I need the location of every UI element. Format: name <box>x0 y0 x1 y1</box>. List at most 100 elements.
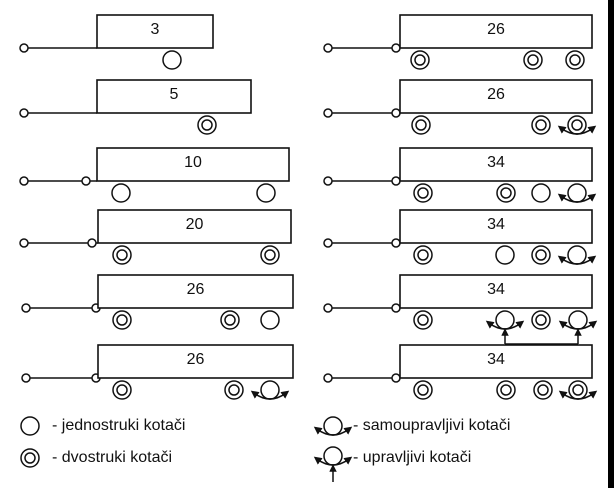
trailer-right-3: 34 <box>323 147 597 203</box>
single-wheel-icon <box>495 245 515 265</box>
dual-wheel-icon <box>260 245 280 265</box>
single-wheel-icon <box>260 310 280 330</box>
dual-wheel-icon <box>533 380 553 400</box>
turntable-joint-icon <box>391 303 401 313</box>
legend-icons <box>20 416 353 482</box>
dual-wheel-icon <box>413 245 433 265</box>
single-wheel-icon <box>162 50 182 70</box>
trailer-body <box>96 79 252 114</box>
trailer-right-2: 26 <box>323 79 597 135</box>
dual-wheel-icon <box>523 50 543 70</box>
turntable-joint-icon <box>391 238 401 248</box>
trailer-body <box>97 274 294 309</box>
trailer-capacity-label: 26 <box>487 86 505 103</box>
self-steering-wheel-icon <box>557 245 597 265</box>
drawbar-eye-icon <box>19 43 29 53</box>
drawbar-eye-icon <box>19 176 29 186</box>
dual-wheel-icon <box>531 310 551 330</box>
trailer-capacity-label: 10 <box>184 154 202 171</box>
dual-wheel-icon <box>224 380 244 400</box>
dual-wheel-icon <box>197 115 217 135</box>
drawbar-eye-icon <box>323 373 333 383</box>
trailer-right-4: 34 <box>323 209 597 265</box>
legend-steered-label: - upravljivi kotači <box>353 449 472 466</box>
dual-wheel-icon <box>20 448 40 468</box>
self-steering-wheel-icon <box>250 380 290 400</box>
dual-wheel-icon <box>413 380 433 400</box>
trailer-body <box>96 147 290 182</box>
dual-wheel-icon <box>112 245 132 265</box>
trailer-capacity-label: 34 <box>487 216 505 233</box>
trailer-body <box>399 344 593 379</box>
drawbar-eye-icon <box>21 303 31 313</box>
drawbar-eye-icon <box>323 176 333 186</box>
trailer-body <box>399 79 593 114</box>
trailer-capacity-label: 34 <box>487 281 505 298</box>
trailer-body <box>399 274 593 309</box>
self-steering-wheel-icon <box>557 115 597 135</box>
trailer-body <box>399 14 593 49</box>
trailer-body <box>96 14 214 49</box>
dual-wheel-icon <box>496 183 516 203</box>
dual-wheel-icon <box>410 50 430 70</box>
self-steering-wheel-icon <box>313 416 353 436</box>
single-wheel-icon <box>20 416 40 436</box>
single-wheel-icon <box>531 183 551 203</box>
trailer-right-6: 34 <box>323 344 598 400</box>
trailer-left-6: 26 <box>21 344 294 400</box>
dual-wheel-icon <box>413 183 433 203</box>
steered-wheel-icon <box>313 446 353 482</box>
trailer-capacity-label: 26 <box>187 351 205 368</box>
dual-wheel-icon <box>413 310 433 330</box>
drawbar-eye-icon <box>323 238 333 248</box>
drawbar-eye-icon <box>323 43 333 53</box>
trailer-left-2: 5 <box>19 79 252 135</box>
trailer-body <box>97 344 294 379</box>
turntable-joint-icon <box>391 373 401 383</box>
trailer-body <box>399 209 593 244</box>
trailer-capacity-label: 20 <box>186 216 204 233</box>
legend-self-steering-label: - samoupravljivi kotači <box>353 417 511 434</box>
trailer-capacity-label: 5 <box>170 86 179 103</box>
trailer-body <box>399 147 593 182</box>
turntable-joint-icon <box>87 238 97 248</box>
trailer-body <box>97 209 292 244</box>
self-steering-wheel-icon <box>557 183 597 203</box>
turntable-joint-icon <box>391 108 401 118</box>
trailer-left-1: 3 <box>19 14 214 70</box>
trailer-right-5: 34 <box>323 274 598 345</box>
trailer-capacity-label: 34 <box>487 351 505 368</box>
dual-wheel-icon <box>112 380 132 400</box>
trailer-left-3: 10 <box>19 147 290 203</box>
drawbar-eye-icon <box>323 108 333 118</box>
legend-single-label: - jednostruki kotači <box>52 417 186 434</box>
self-steering-wheel-icon <box>558 380 598 400</box>
trailer-capacity-label: 34 <box>487 154 505 171</box>
dual-wheel-icon <box>531 115 551 135</box>
dual-wheel-icon <box>411 115 431 135</box>
trailer-left-5: 26 <box>21 274 294 330</box>
steered-wheel-icon <box>485 310 525 330</box>
linked-steering-link <box>501 328 582 345</box>
dual-wheel-icon <box>565 50 585 70</box>
trailer-capacity-label: 26 <box>487 21 505 38</box>
drawbar-eye-icon <box>19 238 29 248</box>
scan-border <box>608 0 614 488</box>
drawbar-eye-icon <box>323 303 333 313</box>
steered-wheel-icon <box>558 310 598 330</box>
turntable-joint-icon <box>81 176 91 186</box>
trailer-right-1: 26 <box>323 14 593 70</box>
trailer-capacity-label: 3 <box>151 21 160 38</box>
turntable-joint-icon <box>391 43 401 53</box>
dual-wheel-icon <box>112 310 132 330</box>
turntable-joint-icon <box>391 176 401 186</box>
single-wheel-icon <box>111 183 131 203</box>
drawbar-eye-icon <box>19 108 29 118</box>
dual-wheel-icon <box>220 310 240 330</box>
drawbar-eye-icon <box>21 373 31 383</box>
dual-wheel-icon <box>531 245 551 265</box>
single-wheel-icon <box>256 183 276 203</box>
dual-wheel-icon <box>496 380 516 400</box>
trailer-left-4: 20 <box>19 209 292 265</box>
